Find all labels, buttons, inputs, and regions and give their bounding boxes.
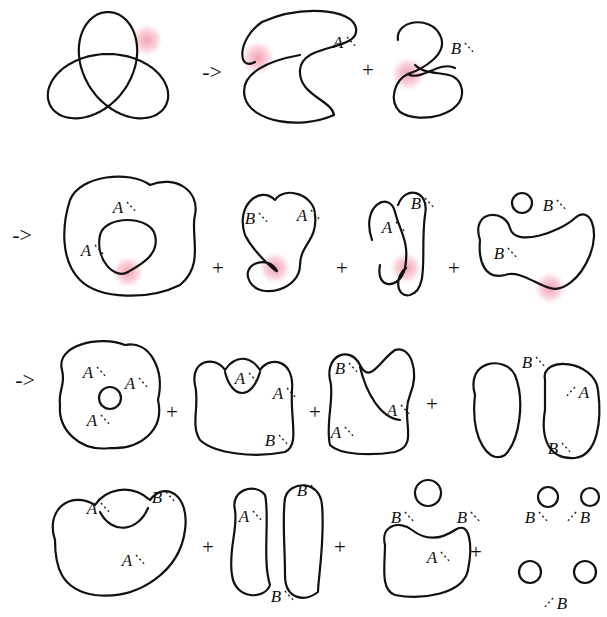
- plus-sign: +: [470, 542, 482, 563]
- smoothing-marker: [471, 512, 481, 523]
- smoothing-marker: [566, 512, 576, 523]
- state-letter: A: [382, 219, 392, 236]
- smoothing-marker: [249, 373, 259, 384]
- plus-sign: +: [448, 258, 460, 279]
- state-letter: A: [297, 207, 307, 224]
- plus-sign: +: [336, 258, 348, 279]
- plus-sign: +: [309, 402, 321, 423]
- smoothing-marker: [562, 443, 572, 454]
- crossing-highlights: [112, 24, 566, 304]
- state-letter: A: [235, 370, 245, 387]
- state-letter: A: [579, 384, 589, 401]
- arrow-symbol: ->: [12, 224, 32, 246]
- state-letter: A: [273, 385, 283, 402]
- state-letter: A: [87, 500, 97, 517]
- state-letter: B: [548, 440, 558, 457]
- smoothing-marker: [127, 202, 137, 213]
- smoothing-marker: [425, 198, 435, 209]
- smoothing-marker: [396, 222, 406, 233]
- smoothing-markers: [95, 37, 576, 609]
- plus-sign: +: [334, 537, 346, 558]
- state-letter: B: [580, 509, 590, 526]
- state-letter: B: [451, 40, 461, 57]
- state-letter: B: [457, 509, 467, 526]
- smoothing-marker: [311, 485, 321, 496]
- plus-sign: +: [166, 402, 178, 423]
- state-letter: B: [557, 595, 567, 612]
- state-letter: B: [522, 354, 532, 371]
- state-letter: A: [81, 242, 91, 259]
- state-letter: B: [271, 588, 281, 605]
- smoothing-marker: [95, 245, 105, 256]
- trefoil-knot: [48, 12, 168, 118]
- state-letter: A: [83, 364, 93, 381]
- plus-sign: +: [426, 394, 438, 415]
- smoothing-marker: [101, 503, 111, 514]
- state-letter: A: [87, 412, 97, 429]
- smoothing-marker: [101, 415, 111, 426]
- smoothing-marker: [441, 552, 451, 563]
- smoothing-marker: [139, 378, 149, 389]
- smoothing-marker: [345, 427, 355, 438]
- state-letter: B: [297, 482, 307, 499]
- state-diagrams: [53, 11, 600, 598]
- smoothing-marker: [508, 248, 518, 259]
- plus-sign: +: [362, 60, 374, 81]
- state-letter: B: [265, 432, 275, 449]
- state-letter: B: [152, 489, 162, 506]
- state-letter: B: [335, 360, 345, 377]
- smoothing-marker: [311, 210, 321, 221]
- state-letter: B: [525, 509, 535, 526]
- smoothing-marker: [259, 213, 269, 224]
- state-letter: A: [113, 199, 123, 216]
- smoothing-marker: [465, 43, 475, 54]
- plus-sign: +: [202, 537, 214, 558]
- state-letter: A: [427, 549, 437, 566]
- plus-sign: +: [212, 258, 224, 279]
- smoothing-marker: [543, 598, 553, 609]
- smoothing-marker: [166, 492, 176, 503]
- state-letter: B: [411, 195, 421, 212]
- arrow-symbol: ->: [15, 369, 35, 391]
- arrow-symbol: ->: [202, 61, 222, 83]
- smoothing-marker: [565, 387, 575, 398]
- smoothing-marker: [97, 367, 107, 378]
- smoothing-marker: [557, 200, 567, 211]
- smoothing-marker: [401, 405, 411, 416]
- state-letter: A: [331, 424, 341, 441]
- smoothing-marker: [279, 435, 289, 446]
- smoothing-marker: [349, 363, 359, 374]
- state-letter: B: [543, 197, 553, 214]
- state-letter: A: [387, 402, 397, 419]
- smoothing-marker: [539, 512, 549, 523]
- smoothing-marker: [253, 511, 263, 522]
- state-letter: B: [391, 509, 401, 526]
- state-letter: B: [494, 245, 504, 262]
- smoothing-marker: [285, 591, 295, 602]
- smoothing-marker: [536, 357, 546, 368]
- state-letter: A: [125, 375, 135, 392]
- state-letter: A: [333, 34, 343, 51]
- smoothing-marker: [136, 555, 146, 566]
- state-letter: B: [245, 210, 255, 227]
- smoothing-marker: [347, 37, 357, 48]
- state-letter: A: [122, 552, 132, 569]
- smoothing-marker: [405, 512, 415, 523]
- smoothing-marker: [287, 388, 297, 399]
- state-letter: A: [239, 508, 249, 525]
